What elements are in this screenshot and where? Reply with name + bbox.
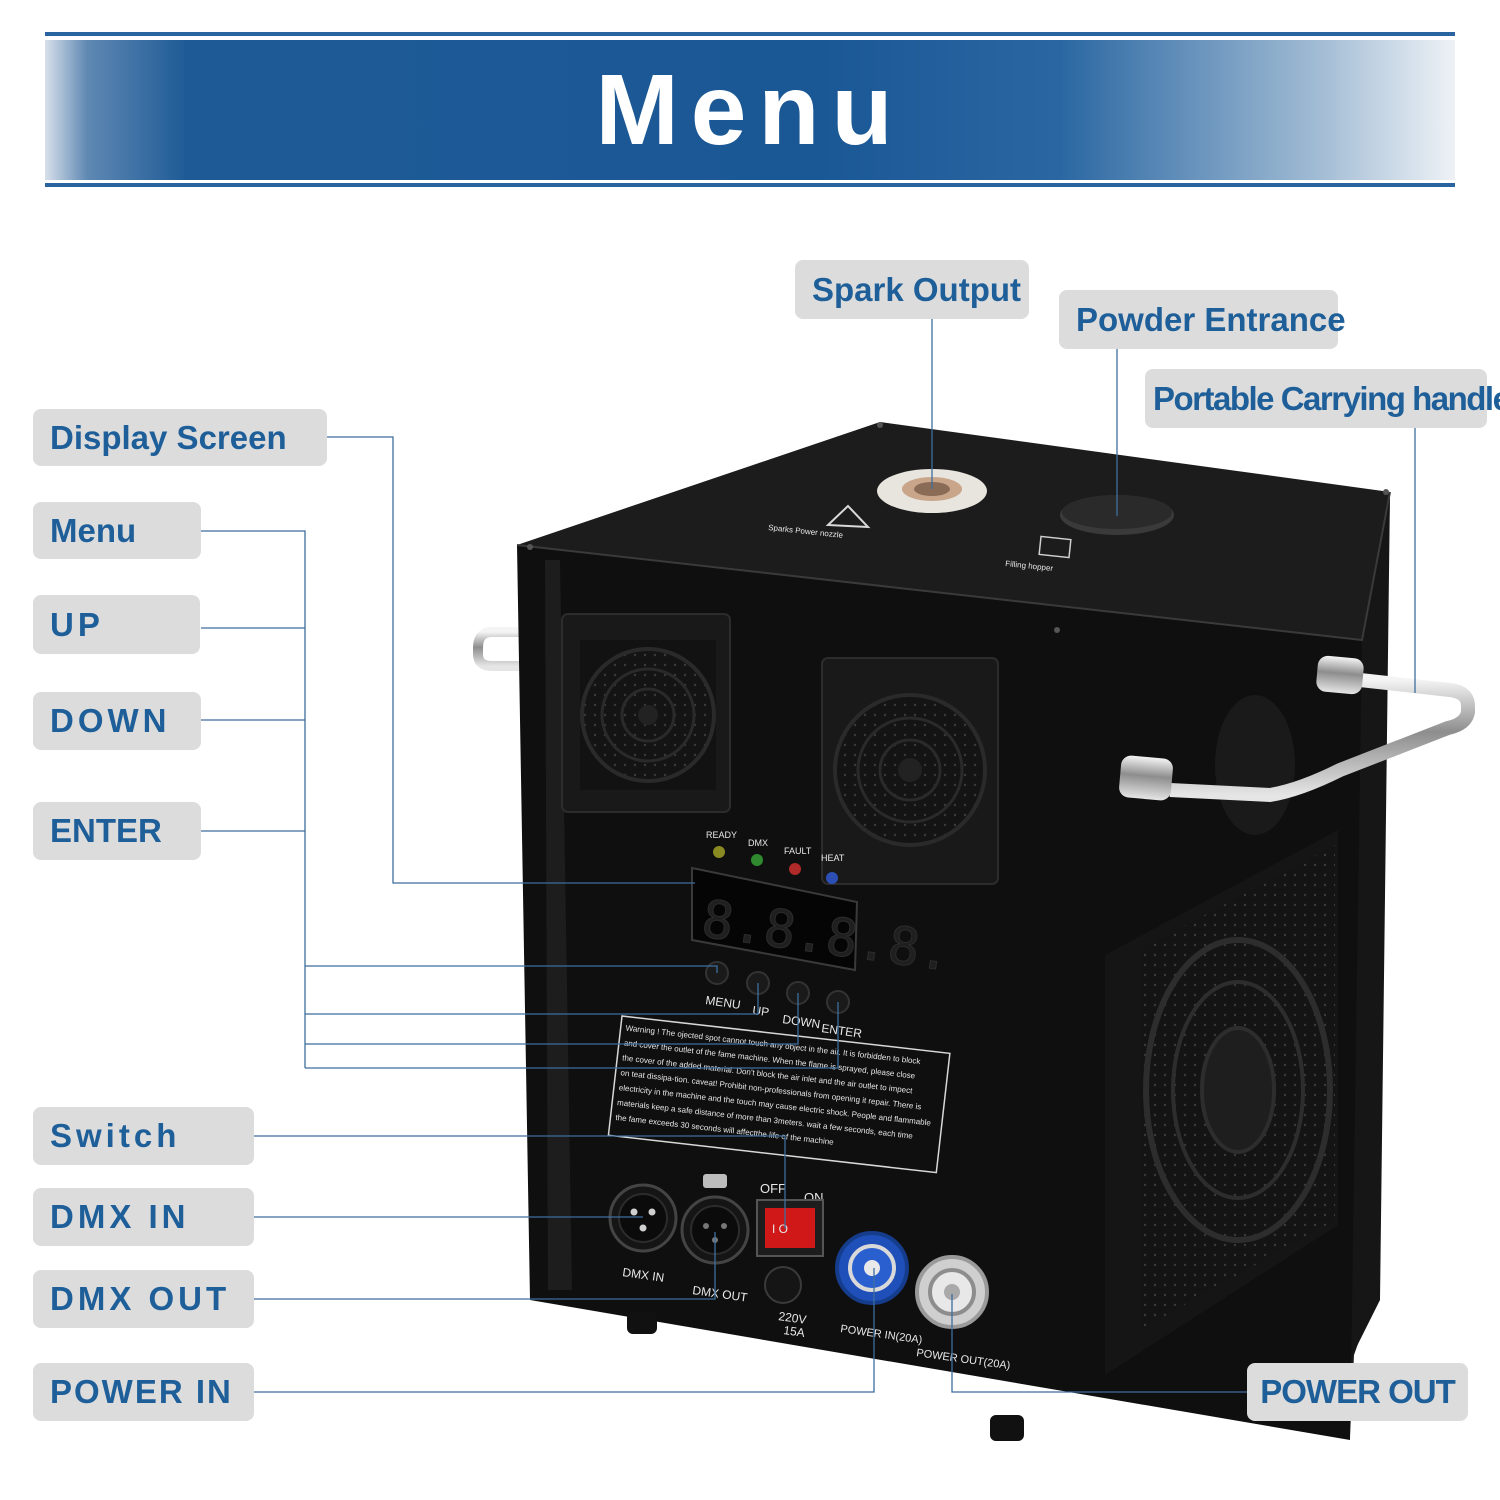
left-handle — [473, 627, 522, 671]
led-label-heat: HEAT — [821, 853, 845, 863]
callout-powder-entrance: Powder Entrance — [1059, 290, 1346, 349]
switch-off-label: OFF — [760, 1181, 786, 1196]
callout-dmx-out: DMX OUT — [33, 1270, 254, 1328]
led-label-ready: READY — [706, 830, 737, 840]
callout-dmx-in: DMX IN — [33, 1188, 254, 1246]
side-fan — [1105, 830, 1338, 1375]
leader-to-menu-button — [305, 965, 718, 973]
leader-switch — [254, 1135, 786, 1229]
svg-text:I O: I O — [772, 1222, 788, 1236]
callout-enter: ENTER — [33, 802, 201, 860]
leader-to-up-button — [305, 983, 759, 1015]
fuse-voltage: 220V — [778, 1309, 808, 1327]
leader-display-screen — [327, 436, 695, 884]
title-banner: Menu — [45, 40, 1455, 180]
port-label-dmx-in: DMX IN — [622, 1265, 666, 1285]
btn-label-up: UP — [752, 1003, 770, 1019]
top-panel — [517, 422, 1390, 640]
led-label-fault: FAULT — [784, 846, 812, 856]
callout-switch: Switch — [33, 1107, 254, 1165]
power-out-connector — [915, 1255, 989, 1329]
callout-carrying-handle: Portable Carrying handle — [1145, 369, 1500, 428]
callout-up: UP — [33, 595, 200, 654]
banner-bottom-rule — [45, 183, 1455, 187]
callout-power-out: POWER OUT — [1247, 1363, 1468, 1421]
leader-power-in — [254, 1268, 875, 1393]
dmx-led — [751, 854, 763, 866]
callout-menu: Menu — [33, 502, 201, 559]
banner-top-rule — [45, 32, 1455, 36]
ready-led — [713, 846, 725, 858]
display-screen — [691, 866, 859, 972]
front-fan-right — [821, 657, 999, 885]
warning-triangle-icon — [825, 504, 871, 529]
leader-lines — [201, 318, 1416, 1393]
callout-display-screen: Display Screen — [33, 409, 327, 466]
leader-to-down-button — [305, 993, 799, 1045]
leader-to-enter-button — [305, 1002, 839, 1069]
banner-title: Menu — [595, 54, 905, 166]
led-label-dmx: DMX — [748, 838, 768, 848]
callout-down: DOWN — [33, 692, 201, 750]
front-fan-left — [561, 613, 731, 813]
fuse-amps: 15A — [783, 1323, 806, 1340]
leader-menu-group — [201, 530, 306, 1068]
power-switch — [765, 1208, 815, 1248]
dmx-in-connector — [608, 1183, 678, 1253]
btn-label-enter: ENTER — [821, 1021, 864, 1041]
heat-led — [826, 872, 838, 884]
leader-power-out — [951, 1294, 1247, 1393]
power-in-connector — [835, 1231, 909, 1305]
fuse-holder — [764, 1266, 802, 1304]
portable-carrying-handle — [1169, 673, 1475, 803]
fault-led — [789, 863, 801, 875]
leader-dmx-out — [254, 1232, 716, 1300]
btn-label-menu: MENU — [705, 993, 742, 1012]
btn-label-down: DOWN — [782, 1012, 822, 1031]
callout-power-in: POWER IN — [33, 1363, 254, 1421]
callout-spark-output: Spark Output — [795, 260, 1029, 319]
